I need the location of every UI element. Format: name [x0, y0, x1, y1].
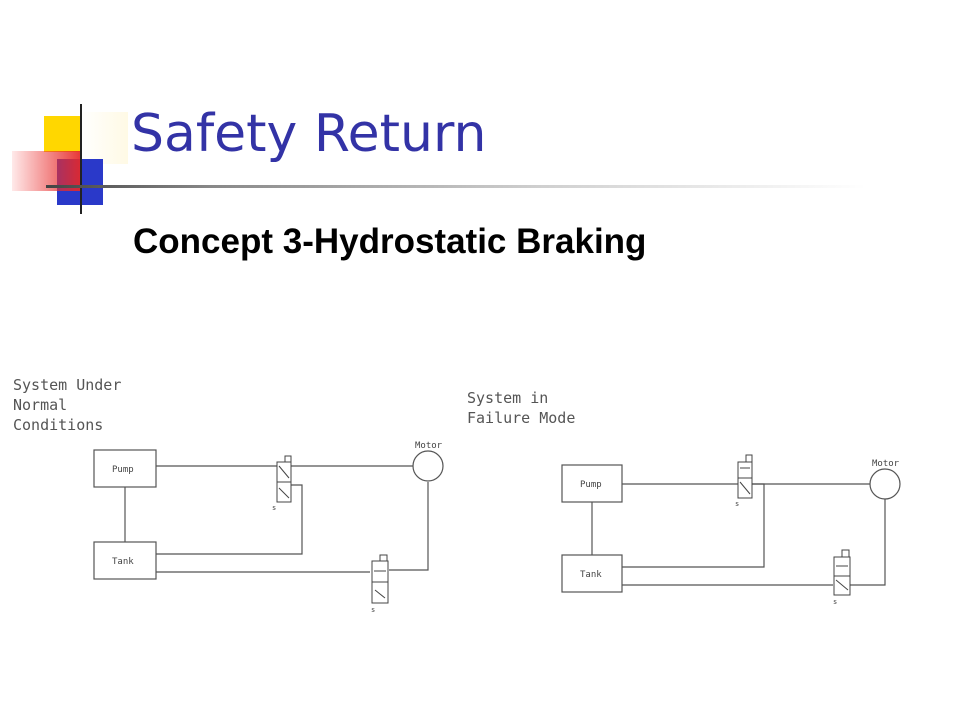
failure-tank-label: Tank	[580, 570, 602, 580]
normal-caption-line-3: Conditions	[13, 416, 103, 434]
normal-valve-1-icon: s	[272, 455, 292, 512]
slide-title: Safety Return	[131, 104, 487, 164]
svg-text:s: s	[735, 500, 739, 508]
svg-text:s: s	[272, 504, 276, 512]
failure-motor-circle	[869, 468, 901, 500]
normal-valve-2-icon: s	[371, 554, 389, 614]
failure-caption-line-2: Failure Mode	[467, 409, 575, 427]
normal-caption-line-2: Normal	[13, 396, 67, 414]
failure-valve-2-icon: s	[833, 549, 851, 606]
normal-tank-box	[93, 541, 157, 580]
decor-yellow-square	[44, 116, 80, 152]
title-underline	[46, 185, 866, 188]
decor-red-square	[12, 151, 82, 191]
failure-motor-return	[850, 499, 886, 586]
normal-tank-label: Tank	[112, 557, 134, 567]
failure-tank-box	[561, 554, 623, 593]
normal-motor-return	[389, 482, 429, 571]
normal-caption-line-1: System Under	[13, 376, 121, 394]
decor-glow	[80, 112, 128, 164]
diagram-normal: System Under Normal Conditions Pump Tank…	[13, 376, 444, 614]
failure-motor-label: Motor	[872, 459, 900, 469]
failure-return-line	[622, 483, 765, 568]
decor-vertical-rule	[80, 104, 82, 214]
normal-pump-label: Pump	[112, 465, 134, 475]
diagram-failure: System in Failure Mode Pump Tank Motor	[467, 389, 901, 606]
slide-subtitle: Concept 3-Hydrostatic Braking	[133, 222, 647, 261]
svg-text:s: s	[833, 598, 837, 606]
failure-pump-label: Pump	[580, 480, 602, 490]
normal-motor-circle	[412, 450, 444, 482]
failure-valve-1-icon: s	[735, 454, 753, 508]
svg-text:s: s	[371, 606, 375, 614]
normal-return-line	[156, 484, 303, 555]
failure-caption-line-1: System in	[467, 389, 548, 407]
normal-motor-label: Motor	[415, 441, 443, 451]
